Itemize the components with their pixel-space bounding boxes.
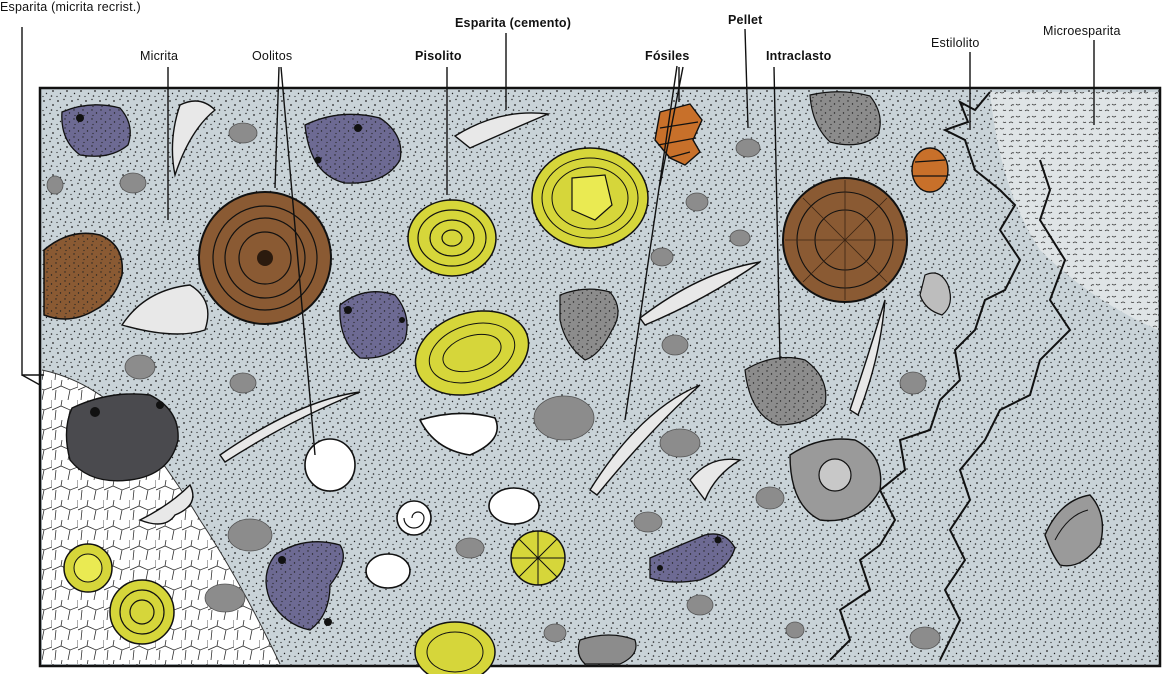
label-esparita-recrist: Esparita (micrita recrist.) xyxy=(0,0,141,14)
yellow-pisolito xyxy=(408,200,496,276)
label-estilolito: Estilolito xyxy=(931,36,980,50)
yellow-ooid-bottom xyxy=(415,622,495,674)
brown-ooid-right xyxy=(783,178,907,302)
label-oolitos: Oolitos xyxy=(252,49,292,63)
label-intraclasto: Intraclasto xyxy=(766,49,831,63)
yellow-radial-ooid xyxy=(511,531,565,585)
dark-intraclast xyxy=(66,394,178,481)
brown-ooid-large xyxy=(199,192,331,324)
label-pisolito: Pisolito xyxy=(415,49,462,63)
label-fosiles: Fósiles xyxy=(645,49,689,63)
label-pellet: Pellet xyxy=(728,13,763,27)
label-microesparita: Microesparita xyxy=(1043,24,1121,38)
label-micrita: Micrita xyxy=(140,49,178,63)
ammonite-fossil xyxy=(397,501,431,535)
yellow-pisolith-top xyxy=(532,148,648,248)
label-esparita-cemento: Esparita (cemento) xyxy=(455,16,571,30)
